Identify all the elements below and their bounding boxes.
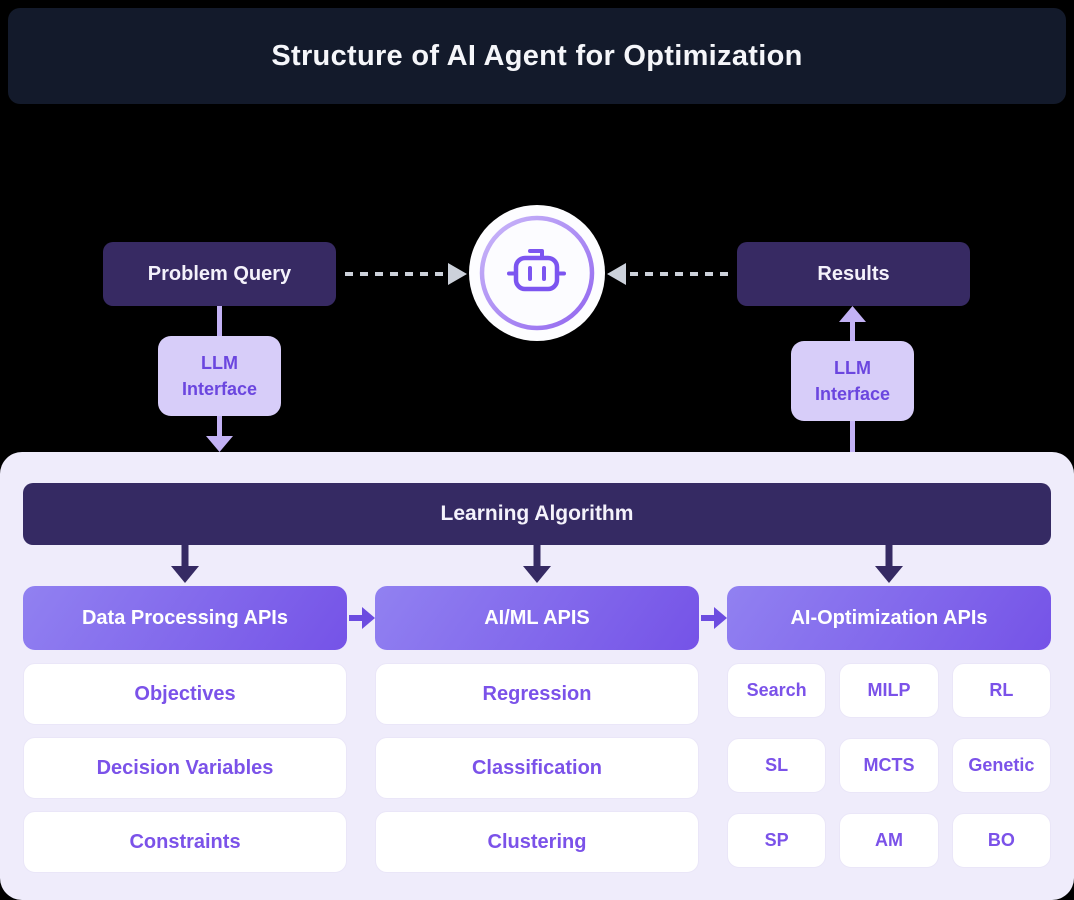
card-bo: BO — [951, 813, 1051, 868]
arrowhead-left-icon — [607, 263, 626, 285]
card-sl: SL — [727, 738, 827, 793]
arrowhead-down-icon — [206, 436, 233, 452]
robot-icon — [479, 215, 595, 331]
ai-optimization-apis-header: AI-Optimization APIs — [727, 586, 1051, 650]
card-label: SP — [764, 830, 789, 850]
card-label: BO — [987, 830, 1015, 850]
agent-circle — [469, 205, 605, 341]
card-label: Objectives — [134, 682, 236, 705]
card-genetic: Genetic — [951, 738, 1051, 793]
llm-interface-label: LLM — [201, 352, 238, 373]
card-label: Decision Variables — [96, 756, 274, 779]
card-label: MILP — [867, 680, 911, 700]
aiml-apis-header: AI/ML APIS — [375, 586, 699, 650]
data-processing-apis-header: Data Processing APIs — [23, 586, 347, 650]
card-label: Constraints — [129, 830, 241, 853]
llm-interface-box-right: LLM Interface — [791, 341, 914, 421]
robot-glyph — [507, 249, 566, 292]
card-clustering: Clustering — [375, 811, 699, 873]
card-label: Regression — [482, 682, 592, 705]
ai-optimization-apis-label: AI-Optimization APIs — [790, 606, 988, 629]
optimization-methods-grid: Search MILP RL SL MCTS Genetic SP AM BO — [727, 663, 1051, 869]
learning-algorithm-bar: Learning Algorithm — [23, 483, 1051, 545]
card-label: RL — [989, 680, 1014, 700]
card-sp: SP — [727, 813, 827, 868]
card-label: Genetic — [968, 755, 1035, 775]
arrowhead-right-icon — [448, 263, 467, 285]
llm-interface-box-left: LLM Interface — [158, 336, 281, 416]
card-label: Classification — [471, 756, 603, 779]
aiml-apis-label: AI/ML APIS — [484, 606, 590, 629]
card-mcts: MCTS — [839, 738, 939, 793]
card-search: Search — [727, 663, 827, 718]
card-label: AM — [874, 830, 903, 850]
llm-interface-label: Interface — [181, 379, 258, 399]
page-title: Structure of AI Agent for Optimization — [271, 39, 803, 72]
results-box: Results — [737, 242, 970, 306]
card-constraints: Constraints — [23, 811, 347, 873]
llm-interface-label: Interface — [814, 384, 891, 404]
card-label: MCTS — [863, 755, 915, 775]
learning-algorithm-label: Learning Algorithm — [440, 502, 634, 525]
card-label: Search — [746, 680, 807, 700]
llm-interface-label: LLM — [834, 357, 871, 378]
card-classification: Classification — [375, 737, 699, 799]
data-processing-apis-label: Data Processing APIs — [81, 606, 288, 629]
problem-query-box: Problem Query — [103, 242, 336, 306]
arrowhead-up-icon — [839, 306, 866, 322]
card-objectives: Objectives — [23, 663, 347, 725]
card-label: SL — [765, 755, 789, 775]
problem-query-label: Problem Query — [147, 262, 292, 285]
card-decision-variables: Decision Variables — [23, 737, 347, 799]
results-label: Results — [817, 262, 890, 285]
card-regression: Regression — [375, 663, 699, 725]
card-milp: MILP — [839, 663, 939, 718]
card-label: Clustering — [487, 830, 587, 853]
header-banner: Structure of AI Agent for Optimization — [8, 8, 1066, 104]
agent-ring — [479, 215, 595, 331]
card-am: AM — [839, 813, 939, 868]
card-rl: RL — [951, 663, 1051, 718]
